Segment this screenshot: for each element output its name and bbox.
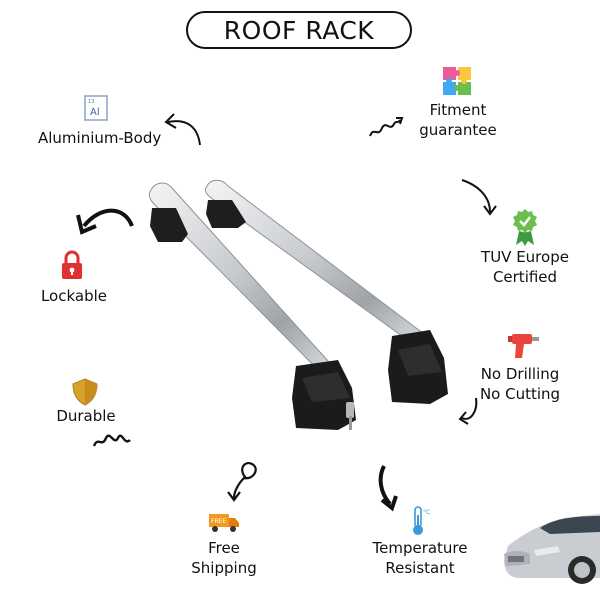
arrow-aluminium [167,120,201,146]
temperature-line1: Temperature [372,539,468,557]
fitment-line1: Fitment [429,101,487,119]
drilling-label: No Drilling No Cutting [470,364,570,404]
fitment-label: Fitment guarantee [408,100,508,140]
tuv-label: TUV Europe Certified [475,247,575,287]
car-image [504,514,600,584]
drilling-line2: No Cutting [479,385,561,403]
truck-icon: FREE [209,514,239,532]
temperature-line2: Resistant [385,559,455,577]
shipping-line1: Free [208,539,240,557]
fitment-line2: guarantee [419,121,497,139]
aluminium-label: Aluminium-Body [38,129,162,147]
thermometer-icon: °C [413,506,430,535]
arrow-shipping [232,462,257,499]
squiggle-durable [92,434,131,447]
shield-icon [72,378,98,406]
tuv-line2: Certified [492,268,558,286]
shipping-label: Free Shipping [174,538,274,578]
certified-badge-icon [513,209,537,246]
lockable-label: Lockable [40,287,108,305]
element-number: 13 [88,99,94,105]
shipping-line2: Shipping [191,559,257,577]
arrow-lockable [82,208,134,228]
arrow-drilling [461,397,478,420]
element-icon: 13 Al [84,95,108,121]
thermometer-unit-text: °C [423,509,430,516]
squiggle-fitment [369,119,401,137]
lock-icon [62,250,82,279]
arrow-tuv [461,179,491,213]
drilling-line1: No Drilling [480,365,560,383]
drill-icon [508,334,539,358]
durable-label: Durable [56,407,116,425]
element-symbol: Al [90,107,100,118]
arrow-temperature [378,465,392,506]
page-title: ROOF RACK [186,11,412,49]
puzzle-icon [443,67,471,95]
truck-free-text: FREE [211,518,226,525]
tuv-line1: TUV Europe [481,248,569,266]
temperature-label: Temperature Resistant [360,538,480,578]
